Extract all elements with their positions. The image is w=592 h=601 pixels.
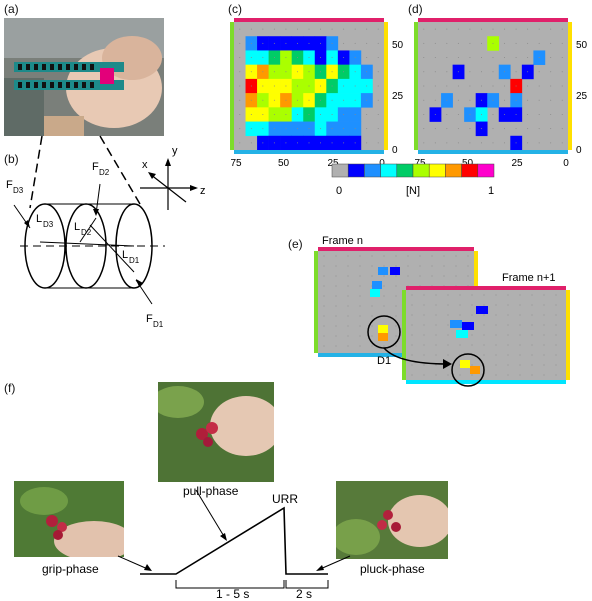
length-label-d2: L bbox=[74, 221, 80, 233]
x-tick-label: 50 bbox=[278, 158, 290, 169]
x-tick-label: 0 bbox=[563, 158, 569, 169]
force-sub-d3: D3 bbox=[13, 186, 24, 195]
panel-label-e: (e) bbox=[288, 237, 303, 251]
tracking-cell bbox=[378, 333, 388, 341]
tracking-cell bbox=[370, 289, 380, 297]
sensor-hand-photo bbox=[4, 18, 164, 136]
colorbar-max-label: 1 bbox=[488, 185, 494, 197]
tracking-cell bbox=[462, 322, 474, 330]
tracking-cell bbox=[476, 306, 488, 314]
length-label-d1: L bbox=[122, 249, 128, 261]
panel-label-a: (a) bbox=[4, 2, 19, 16]
panel-label-b: (b) bbox=[4, 152, 19, 166]
y-tick-label: 25 bbox=[392, 91, 404, 102]
grip-phase-label: grip-phase bbox=[42, 562, 99, 576]
x-tick-label: 25 bbox=[327, 158, 339, 169]
x-tick-label: 0 bbox=[379, 158, 385, 169]
d1-marker-label: D1 bbox=[377, 355, 391, 367]
pull-phase-label: pull-phase bbox=[183, 484, 239, 498]
frame-n1 bbox=[402, 286, 570, 384]
axis-x-label: x bbox=[142, 159, 148, 171]
heatmap-d bbox=[414, 18, 572, 154]
frame-n1-label: Frame n+1 bbox=[502, 272, 556, 284]
x-tick-label: 75 bbox=[230, 158, 242, 169]
frame-n-label: Frame n bbox=[322, 235, 363, 247]
y-tick-label: 0 bbox=[576, 145, 582, 156]
panel-label-c: (c) bbox=[228, 2, 242, 16]
pull-phase-photo bbox=[158, 382, 274, 482]
cylinder-diagram: F D3 F D2 F D1 L D3 L D2 L D1 y x z bbox=[6, 135, 206, 329]
length-sub-d3: D3 bbox=[43, 220, 54, 229]
tracking-cell bbox=[460, 360, 470, 368]
tracking-cell bbox=[378, 267, 388, 275]
pluck-phase-label: pluck-phase bbox=[360, 562, 425, 576]
x-tick-label: 75 bbox=[414, 158, 426, 169]
y-tick-label: 0 bbox=[392, 145, 398, 156]
tracking-cell bbox=[470, 366, 480, 374]
tracking-cell bbox=[450, 320, 462, 328]
force-sub-d1: D1 bbox=[153, 320, 164, 329]
force-label-d2: F bbox=[92, 161, 99, 173]
grip-phase-photo bbox=[14, 481, 124, 557]
colorbar-swatch bbox=[477, 163, 495, 178]
force-sub-d2: D2 bbox=[99, 168, 110, 177]
tracking-cell bbox=[456, 330, 468, 338]
force-label-d1: F bbox=[146, 313, 153, 325]
tracking-cell bbox=[378, 325, 388, 333]
x-tick-label: 50 bbox=[462, 158, 474, 169]
x-tick-label: 25 bbox=[511, 158, 523, 169]
y-tick-label: 50 bbox=[576, 40, 588, 51]
tracking-cell bbox=[372, 281, 382, 289]
colorbar-unit-label: [N] bbox=[406, 185, 420, 197]
duration-label-1: 1 - 5 s bbox=[216, 587, 249, 601]
duration-label-2: 2 s bbox=[296, 587, 312, 601]
y-tick-label: 50 bbox=[392, 40, 404, 51]
length-sub-d1: D1 bbox=[129, 256, 140, 265]
urr-label: URR bbox=[272, 492, 298, 506]
tracking-frames: Frame n Frame n+1D1 bbox=[314, 235, 570, 387]
force-label-d3: F bbox=[6, 179, 13, 191]
y-tick-label: 25 bbox=[576, 91, 588, 102]
length-sub-d2: D2 bbox=[81, 228, 92, 237]
tracking-cell bbox=[390, 267, 400, 275]
colorbar-min-label: 0 bbox=[336, 185, 342, 197]
phase-timeline: grip-phase pull-phase URR pluck-phase 1 … bbox=[42, 484, 425, 601]
panel-label-d: (d) bbox=[408, 2, 423, 16]
panel-label-f: (f) bbox=[4, 381, 16, 395]
axis-z-label: z bbox=[200, 185, 206, 197]
pluck-phase-photo bbox=[336, 481, 448, 559]
axis-y-label: y bbox=[172, 145, 178, 157]
length-label-d3: L bbox=[36, 213, 42, 225]
heatmap-c bbox=[230, 18, 388, 154]
